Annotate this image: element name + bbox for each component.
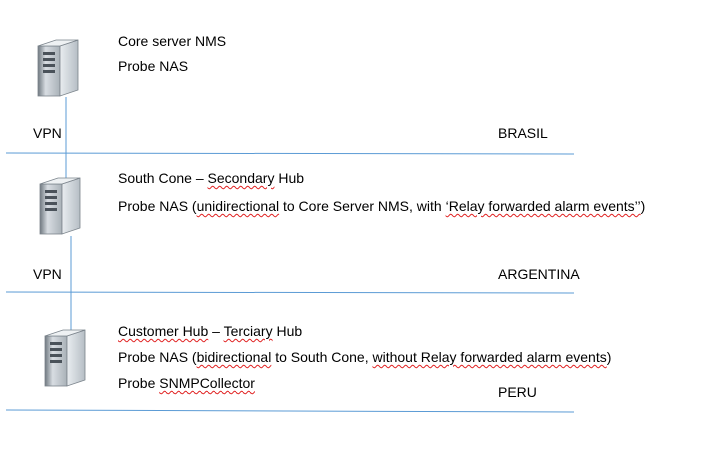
- region-label-brasil: BRASIL: [498, 125, 548, 141]
- separator-argentina: [5, 291, 575, 294]
- vpn-label-1: VPN: [33, 125, 62, 141]
- core-server-title: Core server NMS: [118, 33, 226, 50]
- customer-hub-probe-nas: Probe NAS (bidirectional to South Cone, …: [118, 349, 611, 366]
- spellcheck-word: bidirectional: [196, 349, 272, 365]
- spellcheck-word: Secondary: [207, 170, 275, 186]
- spellcheck-word: without Relay forwarded alarm events: [372, 349, 607, 365]
- spellcheck-word: Terciary: [223, 323, 273, 339]
- server-icon-core: [37, 39, 79, 97]
- title-text: Hub: [272, 323, 303, 339]
- probe-text: to Core Server NMS, with: [279, 198, 446, 214]
- vpn-label-2: VPN: [33, 266, 62, 282]
- separator-peru: [5, 409, 575, 413]
- region-label-peru: PERU: [498, 384, 537, 400]
- probe-text: to South Cone,: [271, 349, 373, 365]
- customer-hub-probe-snmp: Probe SNMPCollector: [118, 375, 255, 392]
- separator-brasil: [5, 152, 575, 155]
- spellcheck-word: SNMPCollector: [159, 375, 255, 391]
- spellcheck-word: Customer Hub: [118, 323, 209, 339]
- core-server-probe-nas: Probe NAS: [118, 58, 188, 75]
- title-text: –: [208, 323, 224, 339]
- customer-hub-title: Customer Hub – Terciary Hub: [118, 323, 302, 340]
- title-text: Core server NMS: [118, 33, 227, 49]
- server-icon-customer-hub: [44, 329, 86, 387]
- spellcheck-word: ‘Relay forwarded alarm events’’: [445, 198, 641, 214]
- probe-text: ): [640, 198, 646, 214]
- probe-text: Probe NAS: [118, 58, 189, 74]
- probe-text: Probe NAS (: [118, 198, 197, 214]
- region-label-argentina: ARGENTINA: [498, 266, 580, 282]
- server-icon-south-cone: [39, 177, 81, 235]
- probe-text: Probe NAS (: [118, 349, 197, 365]
- probe-text: ): [606, 349, 612, 365]
- south-cone-title: South Cone – Secondary Hub: [118, 170, 304, 187]
- title-text: Hub: [274, 170, 305, 186]
- spellcheck-word: unidirectional: [196, 198, 280, 214]
- south-cone-probe-nas: Probe NAS (unidirectional to Core Server…: [118, 198, 645, 215]
- title-text: South Cone –: [118, 170, 208, 186]
- probe-text: Probe: [118, 375, 160, 391]
